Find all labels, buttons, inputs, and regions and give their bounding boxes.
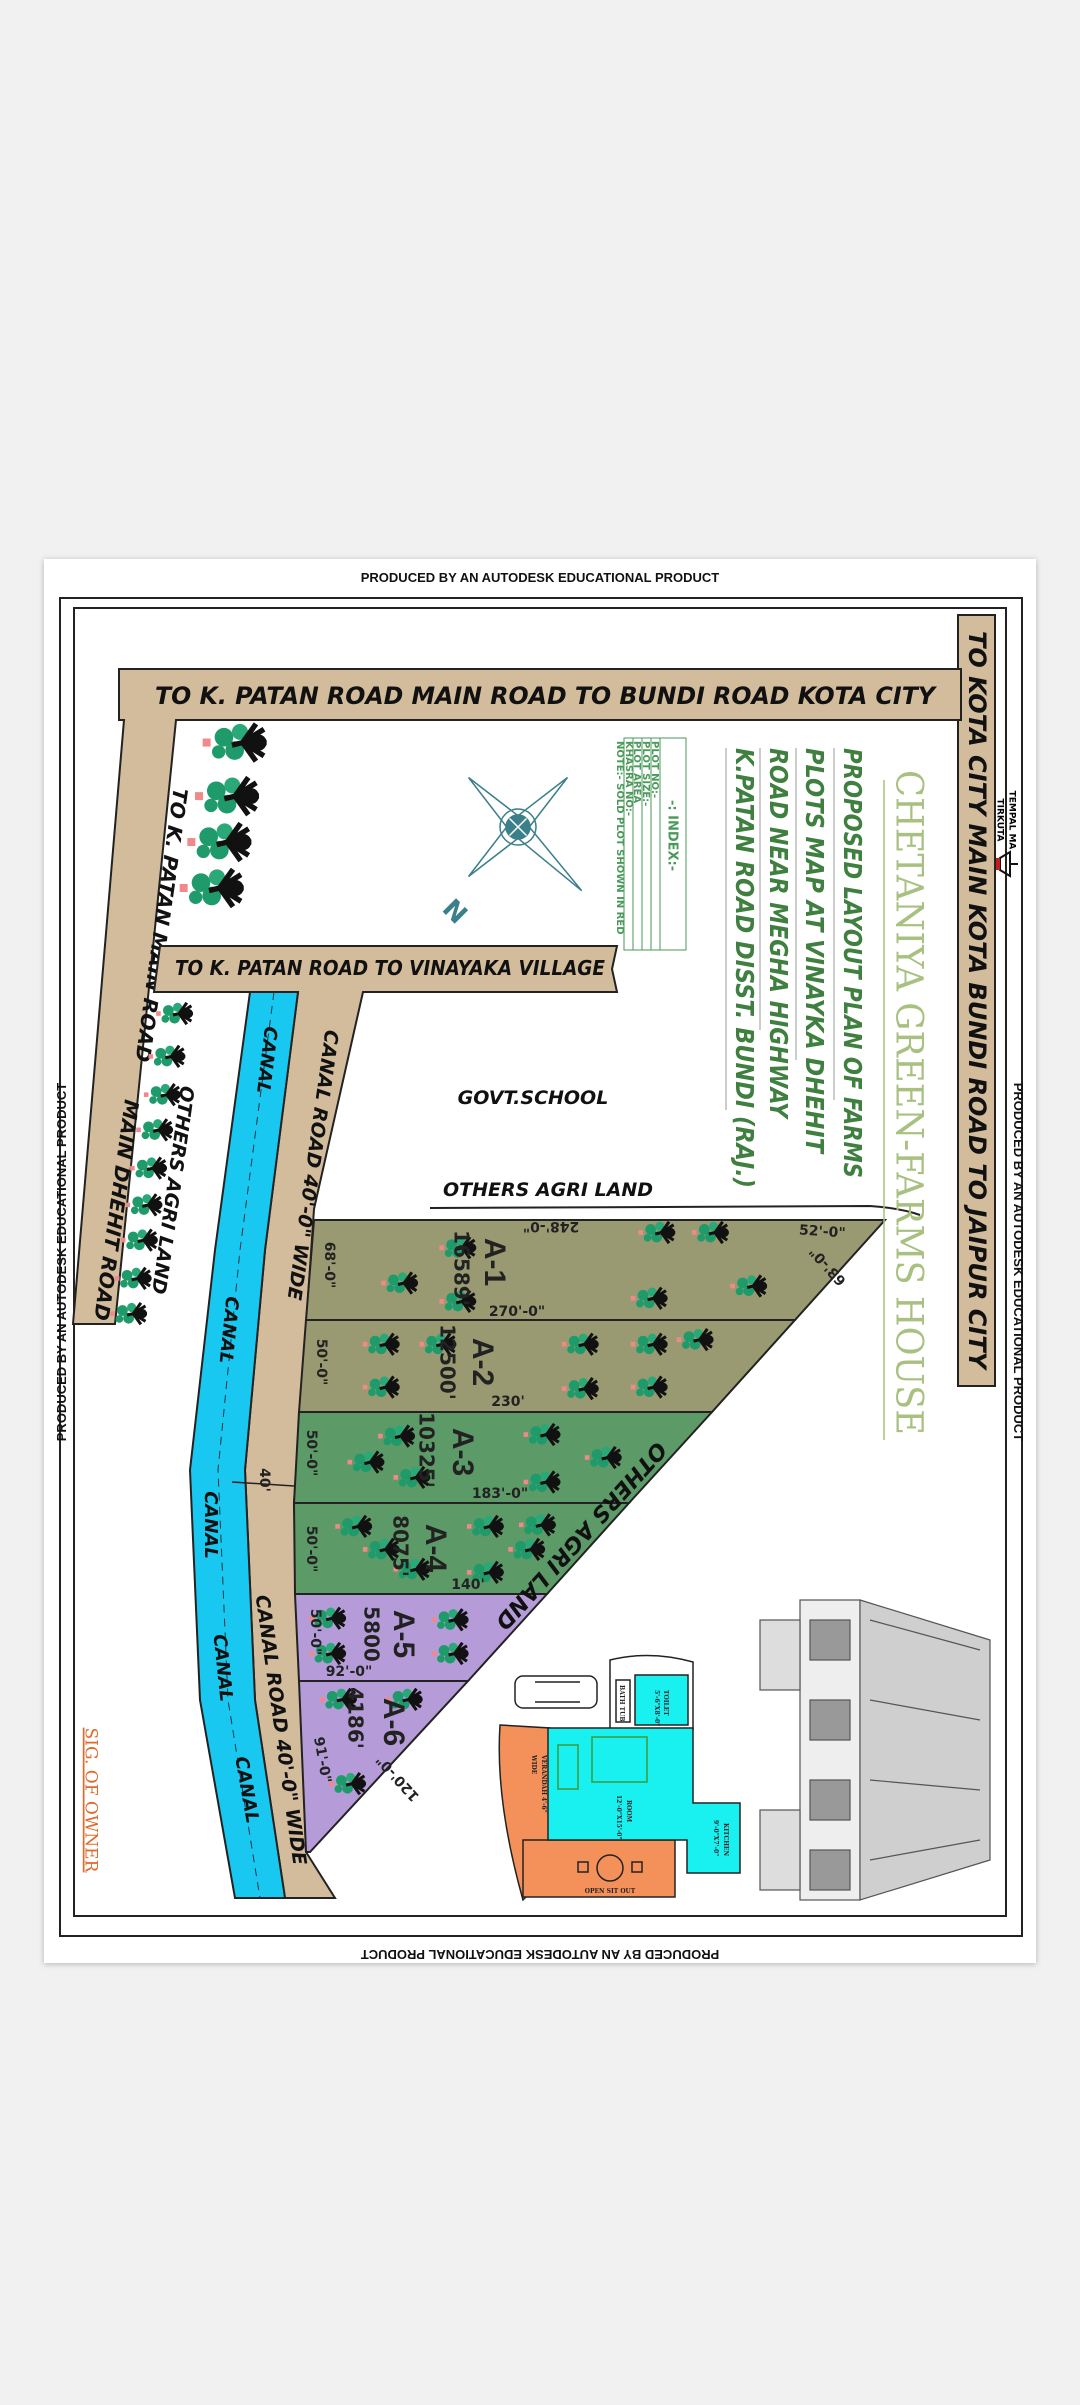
watermark-top: PRODUCED BY AN AUTODESK EDUCATIONAL PROD… — [361, 570, 720, 585]
plot-area: 8075' — [389, 1515, 413, 1577]
index-note: NOTE:- SOLD PLOT SHOWN IN RED — [614, 741, 625, 935]
title: CHETANIYA GREEN-FARMS HOUSE — [888, 770, 931, 1435]
index-row: PLOT SIZE:- — [640, 741, 651, 806]
canal-label: CANAL — [200, 1491, 221, 1559]
plot-id: A-1 — [478, 1238, 511, 1286]
temple-label: TIRKUTA — [995, 799, 1005, 842]
subtitle-line: K.PATAN ROAD DISST. BUNDI (RAJ.) — [730, 748, 759, 1188]
car-icon — [514, 1675, 598, 1709]
plot-length: 230' — [491, 1394, 525, 1410]
plot-width: 68'-0" — [321, 1242, 337, 1289]
plot-id: A-5 — [387, 1610, 420, 1658]
outer-frame — [59, 597, 1023, 1937]
plot-length: 183'-0" — [472, 1486, 528, 1502]
plot-length: 270'-0" — [489, 1304, 545, 1320]
right-road-label: TO KOTA CITY MAIN KOTA BUNDI ROAD TO JAI… — [963, 631, 991, 1372]
toilet-label: TOILET — [662, 1690, 669, 1716]
plot-id: A-4 — [419, 1524, 452, 1573]
middle-road-label: TO K. PATAN ROAD TO VINAYAKA VILLAGE — [175, 956, 605, 980]
toilet-size: 5'-6"X8'-0" — [653, 1690, 660, 1726]
index-row: PLOT AREA — [631, 741, 642, 803]
watermark-right: PRODUCED BY AN AUTODESK EDUCATIONAL PROD… — [1011, 1083, 1026, 1442]
plot-area: 5800 — [360, 1606, 384, 1662]
others-agri-land-top: OTHERS AGRI LAND — [443, 1179, 653, 1201]
verandah-label: WIDE — [530, 1754, 537, 1775]
verandah-label: VERANDAH 4'-6" — [540, 1754, 547, 1813]
house-elevation-sketch — [759, 1599, 991, 1901]
plot-width: 50'-0" — [307, 1609, 323, 1656]
top-and-left-road — [71, 668, 962, 1325]
owner-signature-label: SIG. OF OWNER — [81, 1728, 101, 1874]
plot-width: 50'-0" — [303, 1526, 319, 1573]
inner-frame — [73, 607, 1007, 1917]
canal — [188, 991, 300, 1899]
boundary-line — [429, 1204, 921, 1216]
subtitle-line: ROAD NEAR MEGHA HIGHWAY — [764, 748, 793, 1121]
house-floor-plan — [498, 1654, 741, 1902]
right-main-road — [957, 614, 996, 1387]
plot-area: 16589' — [450, 1230, 474, 1306]
index-table: -: INDEX:- PLOT NO:- PLOT SIZE:- PLOT AR… — [614, 737, 687, 951]
plot-dimension: 248'-0" — [523, 1218, 579, 1234]
watermark-left: PRODUCED BY AN AUTODESK EDUCATIONAL PROD… — [54, 1083, 69, 1442]
index-row: KHASRA NO:- — [623, 741, 634, 816]
index-row: PLOT NO:- — [649, 741, 660, 798]
plot-width: 50'-0" — [303, 1430, 319, 1477]
plot-id: A-3 — [446, 1428, 479, 1476]
room-size: 12'-0"X15'-0" — [615, 1795, 622, 1840]
temple-icon — [996, 850, 1018, 878]
plot-area: 10325' — [415, 1412, 439, 1488]
plot-width: 91'-0" — [310, 1736, 334, 1785]
plot-width: 50'-0" — [313, 1339, 329, 1386]
plot-a6[interactable] — [297, 1680, 471, 1853]
room-label: ROOM — [625, 1800, 632, 1822]
kitchen-label: KITCHEN — [722, 1823, 729, 1857]
plot-id: A-6 — [377, 1698, 410, 1746]
subtitle-line: PROPOSED LAYOUT PLAN OF FARMS — [838, 748, 867, 1178]
plot-a2[interactable] — [297, 1319, 798, 1413]
temple-label: TEMPAL MA — [1007, 791, 1017, 850]
subtitle-line: PLOTS MAP AT VINAYKA DHEHIT — [800, 748, 829, 1155]
watermark-bottom: PRODUCED BY AN AUTODESK EDUCATIONAL PROD… — [361, 1947, 720, 1962]
plot-area: 4186' — [344, 1687, 368, 1749]
plot-dimension: 52'-0" — [798, 1222, 846, 1241]
plot-length: 92'-0" — [326, 1664, 373, 1680]
kitchen-size: 9'-0"X7'-0" — [712, 1820, 719, 1856]
plot-area: 12500' — [436, 1324, 460, 1400]
compass-icon — [467, 776, 583, 892]
index-heading: -: INDEX:- — [665, 800, 680, 871]
canal-width-dimension: 40' — [256, 1468, 272, 1492]
plot-id: A-2 — [466, 1338, 499, 1386]
bath-tub-label: BATH TUB — [618, 1685, 625, 1721]
govt-school-label: GOVT.SCHOOL — [458, 1087, 609, 1109]
top-road-label: TO K. PATAN ROAD MAIN ROAD TO BUNDI ROAD… — [155, 682, 938, 710]
sit-out-label: OPEN SIT OUT — [585, 1888, 636, 1895]
plot-length: 140' — [451, 1577, 485, 1593]
